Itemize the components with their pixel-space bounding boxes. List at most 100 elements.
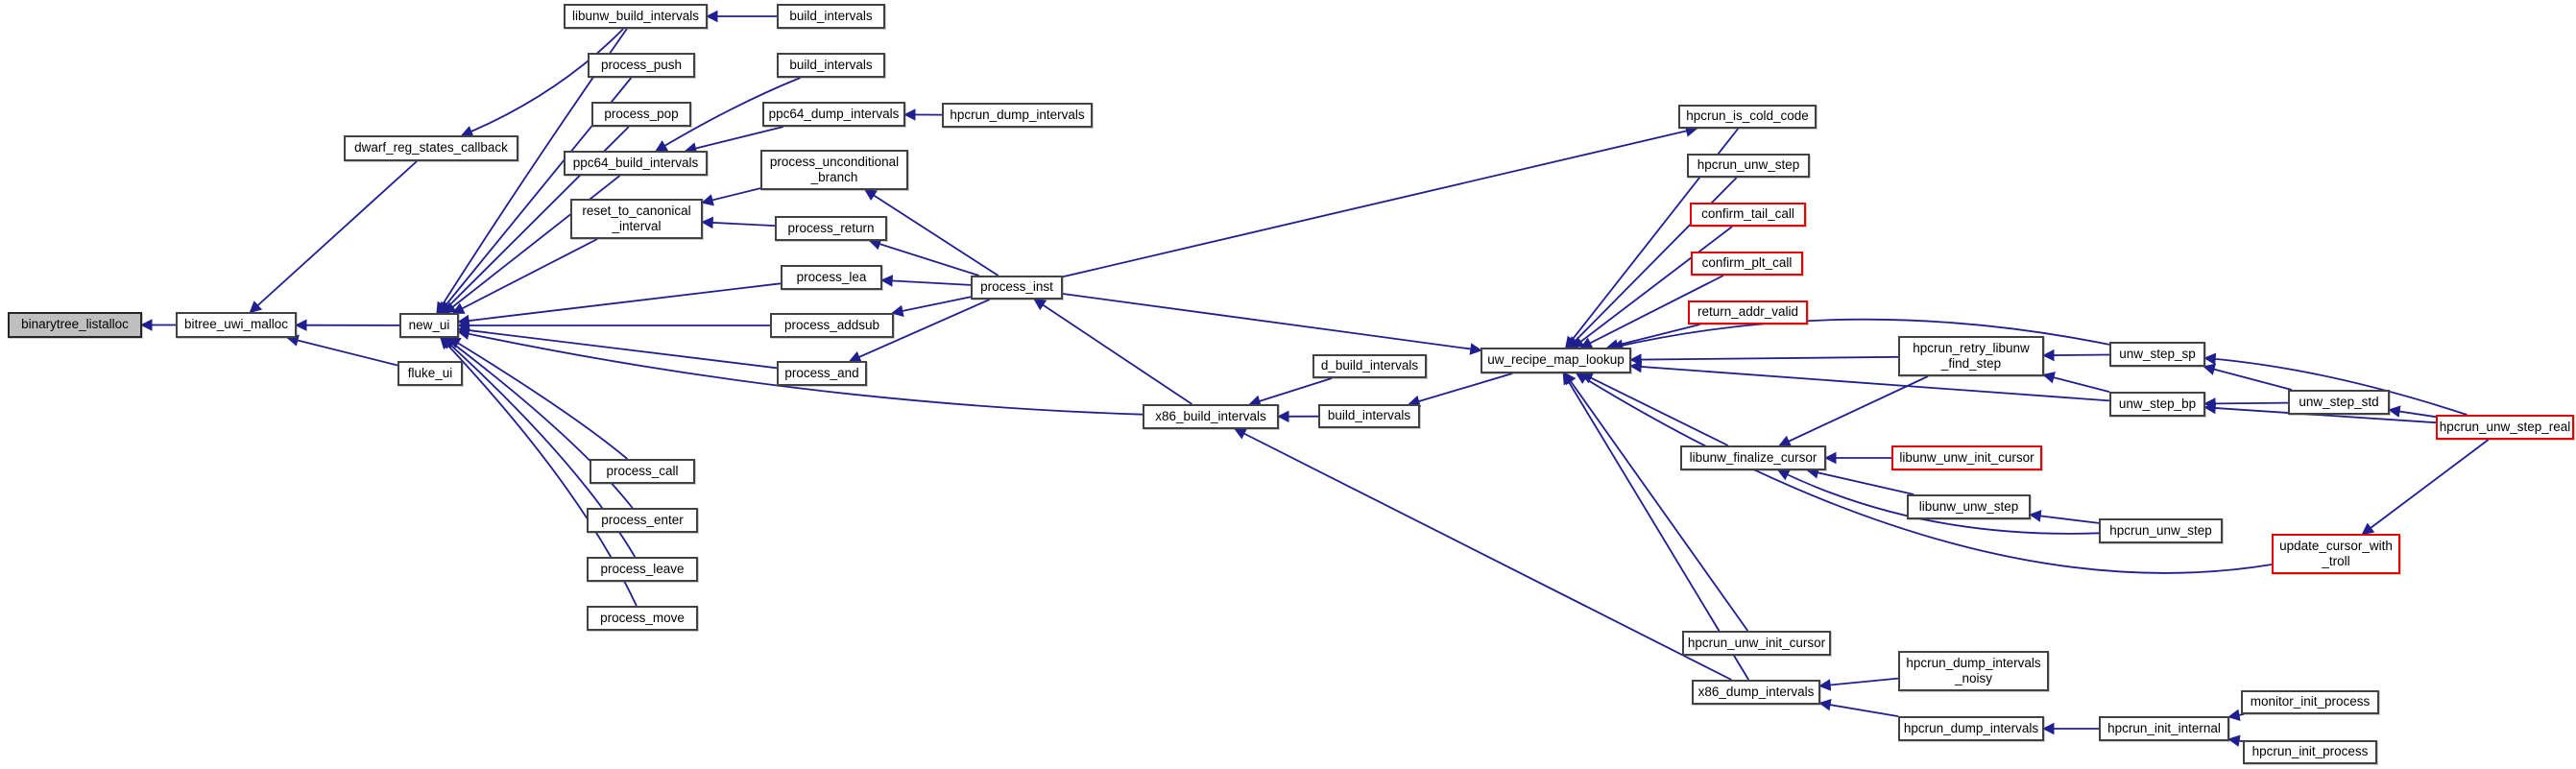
node-hpcrun_dump_intervals_noisy[interactable]: hpcrun_dump_intervals_noisy <box>1898 651 2049 691</box>
node-update_cursor_with_troll[interactable]: update_cursor_with_troll <box>2272 534 2400 574</box>
node-label: hpcrun_unw_init_cursor <box>1687 635 1826 650</box>
edge-hpcrun_init_process-to-hpcrun_init_internal <box>2227 734 2244 747</box>
node-label: build_intervals <box>1327 408 1411 423</box>
node-reset_to_canonical_interval[interactable]: reset_to_canonical_interval <box>570 199 703 239</box>
node-label: unw_step_std <box>2299 394 2379 409</box>
node-hpcrun_unw_step_b[interactable]: hpcrun_unw_step <box>2099 518 2223 543</box>
node-label: process_inst <box>980 279 1053 295</box>
node-label: _find_step <box>1940 356 2002 371</box>
node-process_enter[interactable]: process_enter <box>587 508 698 533</box>
node-ppc64_dump_intervals[interactable]: ppc64_dump_intervals <box>762 102 905 127</box>
edge-hpcrun_unw_step_real-to-update_cursor_with_troll <box>2361 439 2490 536</box>
edge-hpcrun_unw_step_real-to-unw_step_sp <box>2203 352 2468 416</box>
node-hpcrun_init_process[interactable]: hpcrun_init_process <box>2243 740 2377 764</box>
node-hpcrun_unw_step_a[interactable]: hpcrun_unw_step <box>1687 154 1810 178</box>
node-unw_step_sp[interactable]: unw_step_sp <box>2109 342 2205 367</box>
node-uw_recipe_map_lookup[interactable]: uw_recipe_map_lookup <box>1481 348 1631 373</box>
node-hpcrun_is_cold_code[interactable]: hpcrun_is_cold_code <box>1678 105 1817 129</box>
node-label: _interval <box>612 219 662 233</box>
node-label: reset_to_canonical <box>582 203 691 218</box>
node-x86_dump_intervals[interactable]: x86_dump_intervals <box>1692 680 1820 705</box>
edge-process_inst-to-uw_recipe_map_lookup <box>1062 293 1482 355</box>
node-label: update_cursor_with <box>2279 538 2393 553</box>
edge-hpcrun_retry_libunw_find_step-to-libunw_finalize_cursor <box>1778 375 1929 447</box>
node-binarytree_listalloc[interactable]: binarytree_listalloc <box>8 312 142 338</box>
edge-hpcrun_dump_intervals_b-to-x86_dump_intervals <box>1818 698 1899 717</box>
edge-uw_recipe_map_lookup-to-build_intervals_c <box>1408 372 1513 407</box>
node-new_ui[interactable]: new_ui <box>399 313 459 338</box>
node-process_inst[interactable]: process_inst <box>971 276 1063 300</box>
node-process_and[interactable]: process_and <box>777 361 867 386</box>
node-label: return_addr_valid <box>1697 304 1799 320</box>
node-hpcrun_unw_step_real[interactable]: hpcrun_unw_step_real <box>2436 415 2574 440</box>
node-unw_step_std[interactable]: unw_step_std <box>2288 390 2390 415</box>
node-process_move[interactable]: process_move <box>587 606 698 631</box>
node-label: process_lea <box>796 269 867 284</box>
node-process_addsub[interactable]: process_addsub <box>770 313 894 338</box>
node-label: process_enter <box>601 512 684 527</box>
edge-build_intervals_b-to-ppc64_build_intervals <box>655 77 801 152</box>
node-libunw_unw_step[interactable]: libunw_unw_step <box>1907 494 2031 519</box>
node-process_pop[interactable]: process_pop <box>591 102 691 127</box>
edge-hpcrun_dump_intervals_noisy-to-x86_dump_intervals <box>1818 677 1899 691</box>
node-label: build_intervals <box>789 8 873 23</box>
node-x86_build_intervals[interactable]: x86_build_intervals <box>1143 404 1279 429</box>
edge-hpcrun_unw_step_b-to-libunw_finalize_cursor <box>1776 469 2100 535</box>
node-label: hpcrun_init_process <box>2251 744 2369 759</box>
node-d_build_intervals[interactable]: d_build_intervals <box>1312 354 1427 378</box>
edge-ppc64_dump_intervals-to-ppc64_build_intervals <box>684 126 784 155</box>
edge-d_build_intervals-to-x86_build_intervals <box>1248 377 1333 407</box>
node-label: new_ui <box>408 317 450 332</box>
node-fluke_ui[interactable]: fluke_ui <box>397 361 463 386</box>
node-label: x86_build_intervals <box>1155 408 1266 423</box>
node-label: process_unconditional <box>769 154 900 169</box>
edge-process_and-to-new_ui <box>457 324 778 370</box>
node-build_intervals_a[interactable]: build_intervals <box>777 4 885 29</box>
node-dwarf_reg_states_callback[interactable]: dwarf_reg_states_callback <box>344 135 518 161</box>
edge-process_inst-to-process_unconditional_branch <box>864 188 999 276</box>
node-bitree_uwi_malloc[interactable]: bitree_uwi_malloc <box>176 312 297 338</box>
edge-hpcrun_retry_libunw_find_step-to-uw_recipe_map_lookup <box>1629 353 1899 366</box>
node-hpcrun_dump_intervals_b[interactable]: hpcrun_dump_intervals <box>1898 716 2044 741</box>
node-process_call[interactable]: process_call <box>590 459 695 484</box>
edge-unw_step_sp-to-uw_recipe_map_lookup <box>1610 318 2110 351</box>
node-libunw_finalize_cursor[interactable]: libunw_finalize_cursor <box>1680 445 1826 470</box>
node-label: hpcrun_dump_intervals <box>1906 655 2041 670</box>
node-label: hpcrun_dump_intervals <box>950 107 1085 122</box>
edge-dwarf_reg_states_callback-to-bitree_uwi_malloc <box>249 160 418 314</box>
node-confirm_tail_call[interactable]: confirm_tail_call <box>1690 203 1806 227</box>
node-hpcrun_unw_init_cursor[interactable]: hpcrun_unw_init_cursor <box>1682 631 1831 656</box>
edge-hpcrun_unw_step_real-to-unw_step_std <box>2388 405 2437 419</box>
node-label: monitor_init_process <box>2250 694 2371 709</box>
node-hpcrun_retry_libunw_find_step[interactable]: hpcrun_retry_libunw_find_step <box>1898 336 2044 376</box>
node-process_leave[interactable]: process_leave <box>587 557 698 582</box>
edge-libunw_build_intervals-to-dwarf_reg_states_callback <box>460 28 624 137</box>
node-process_unconditional_branch[interactable]: process_unconditional_branch <box>760 150 908 190</box>
node-process_return[interactable]: process_return <box>775 216 887 241</box>
node-confirm_plt_call[interactable]: confirm_plt_call <box>1691 252 1803 276</box>
node-process_push[interactable]: process_push <box>588 53 695 78</box>
edge-unw_step_bp-to-hpcrun_retry_libunw_find_step <box>2042 372 2110 393</box>
edge-hpcrun_unw_step_real-to-unw_step_bp <box>2203 401 2437 424</box>
node-label: process_call <box>606 463 679 478</box>
node-build_intervals_b[interactable]: build_intervals <box>777 53 885 78</box>
node-hpcrun_init_internal[interactable]: hpcrun_init_internal <box>2099 716 2229 741</box>
node-libunw_unw_init_cursor[interactable]: libunw_unw_init_cursor <box>1891 445 2042 470</box>
node-monitor_init_process[interactable]: monitor_init_process <box>2241 690 2379 714</box>
edge-fluke_ui-to-bitree_uwi_malloc <box>286 334 398 367</box>
node-label: libunw_unw_step <box>1918 498 2019 514</box>
node-hpcrun_dump_intervals_a[interactable]: hpcrun_dump_intervals <box>942 103 1093 128</box>
node-build_intervals_c[interactable]: build_intervals <box>1318 404 1420 428</box>
node-libunw_build_intervals[interactable]: libunw_build_intervals <box>564 4 708 29</box>
node-return_addr_valid[interactable]: return_addr_valid <box>1688 300 1808 324</box>
node-ppc64_build_intervals[interactable]: ppc64_build_intervals <box>564 151 708 176</box>
node-process_lea[interactable]: process_lea <box>781 265 882 290</box>
edge-unw_step_bp-to-uw_recipe_map_lookup <box>1629 360 2110 402</box>
edge-process_pop-to-new_ui <box>440 126 630 315</box>
edge-unw_step_std-to-unw_step_sp <box>2203 363 2293 391</box>
node-unw_step_bp[interactable]: unw_step_bp <box>2109 392 2205 417</box>
edge-reset_to_canonical_interval-to-new_ui <box>451 238 598 314</box>
node-label: confirm_tail_call <box>1701 206 1794 222</box>
node-label: process_return <box>787 220 875 235</box>
edge-process_inst-to-process_return <box>868 238 979 276</box>
